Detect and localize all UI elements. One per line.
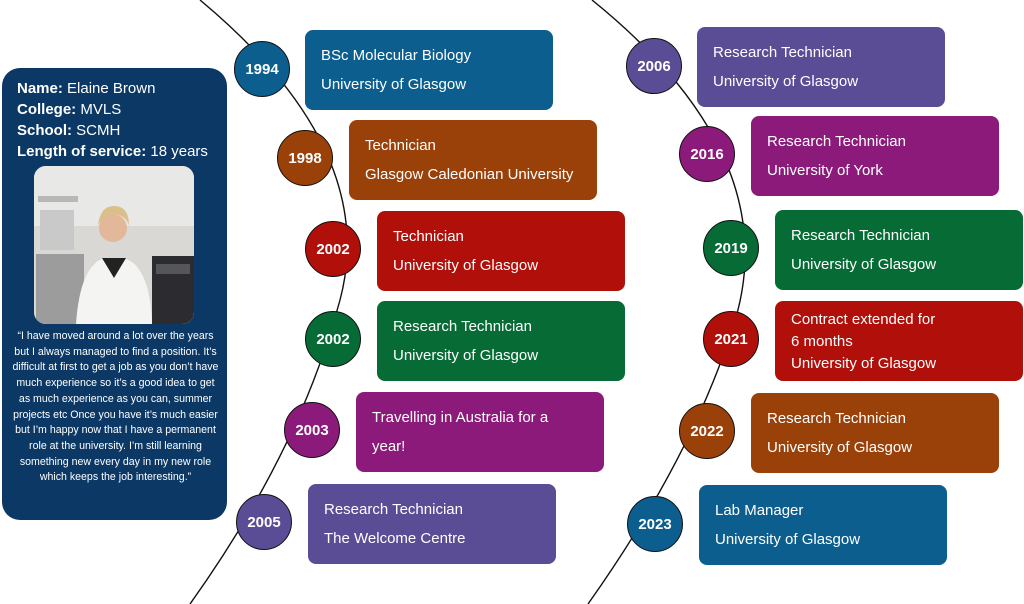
left-timeline-card-4: Travelling in Australia for a year! [356,392,604,472]
card-text-line2: University of Glasgow [715,531,861,548]
right-year-node-3: 2021 [703,311,759,367]
card-text-line2: University of Glasgow [393,257,539,274]
card-text-line1: Contract extended for [791,310,936,328]
right-year-node-4: 2022 [679,403,735,459]
card-text-line2: University of Glasgow [713,73,859,90]
card-text-line1: Research Technician [767,133,906,150]
left-year-node-1: 1998 [277,130,333,186]
right-year-node-5: 2023 [627,496,683,552]
card-text-line2: 6 months [791,332,853,350]
school-field: School: SCMH [17,122,121,139]
profile-quote: “I have moved around a lot over the year… [12,330,219,484]
card-text-line2: University of Glasgow [791,256,937,273]
card-text-line1: Technician [365,137,436,154]
right-year-node-0: 2006 [626,38,682,94]
name-field: Name: Elaine Brown [17,80,156,97]
card-text-line1: Technician [393,228,464,245]
service-field: Length of service: 18 years [17,143,208,160]
card-text-line2: Glasgow Caledonian University [365,166,574,183]
card-text-line2: University of Glasgow [767,439,913,456]
left-year-node-3: 2002 [305,311,361,367]
card-text-line2: University of Glasgow [321,76,467,93]
card-text-line3: University of Glasgow [791,354,937,372]
card-text-line1: Research Technician [767,410,906,427]
card-text-line2: University of Glasgow [393,347,539,364]
card-text-line1: Research Technician [713,44,852,61]
left-year-node-5: 2005 [236,494,292,550]
card-text-line1: BSc Molecular Biology [321,47,472,64]
card-text-line1: Travelling in Australia for a [372,409,549,426]
card-text-line1: Research Technician [324,501,463,518]
profile-photo [34,166,194,324]
right-year-node-2: 2019 [703,220,759,276]
college-field: College: MVLS [17,101,122,118]
left-year-node-0: 1994 [234,41,290,97]
left-year-node-2: 2002 [305,221,361,277]
card-text-line2: The Welcome Centre [324,530,466,547]
card-text-line2: University of York [767,162,883,179]
card-text-line2: year! [372,438,406,455]
right-year-node-1: 2016 [679,126,735,182]
left-year-node-4: 2003 [284,402,340,458]
card-text-line1: Research Technician [393,318,532,335]
card-text-line1: Research Technician [791,227,930,244]
card-text-line1: Lab Manager [715,502,804,519]
